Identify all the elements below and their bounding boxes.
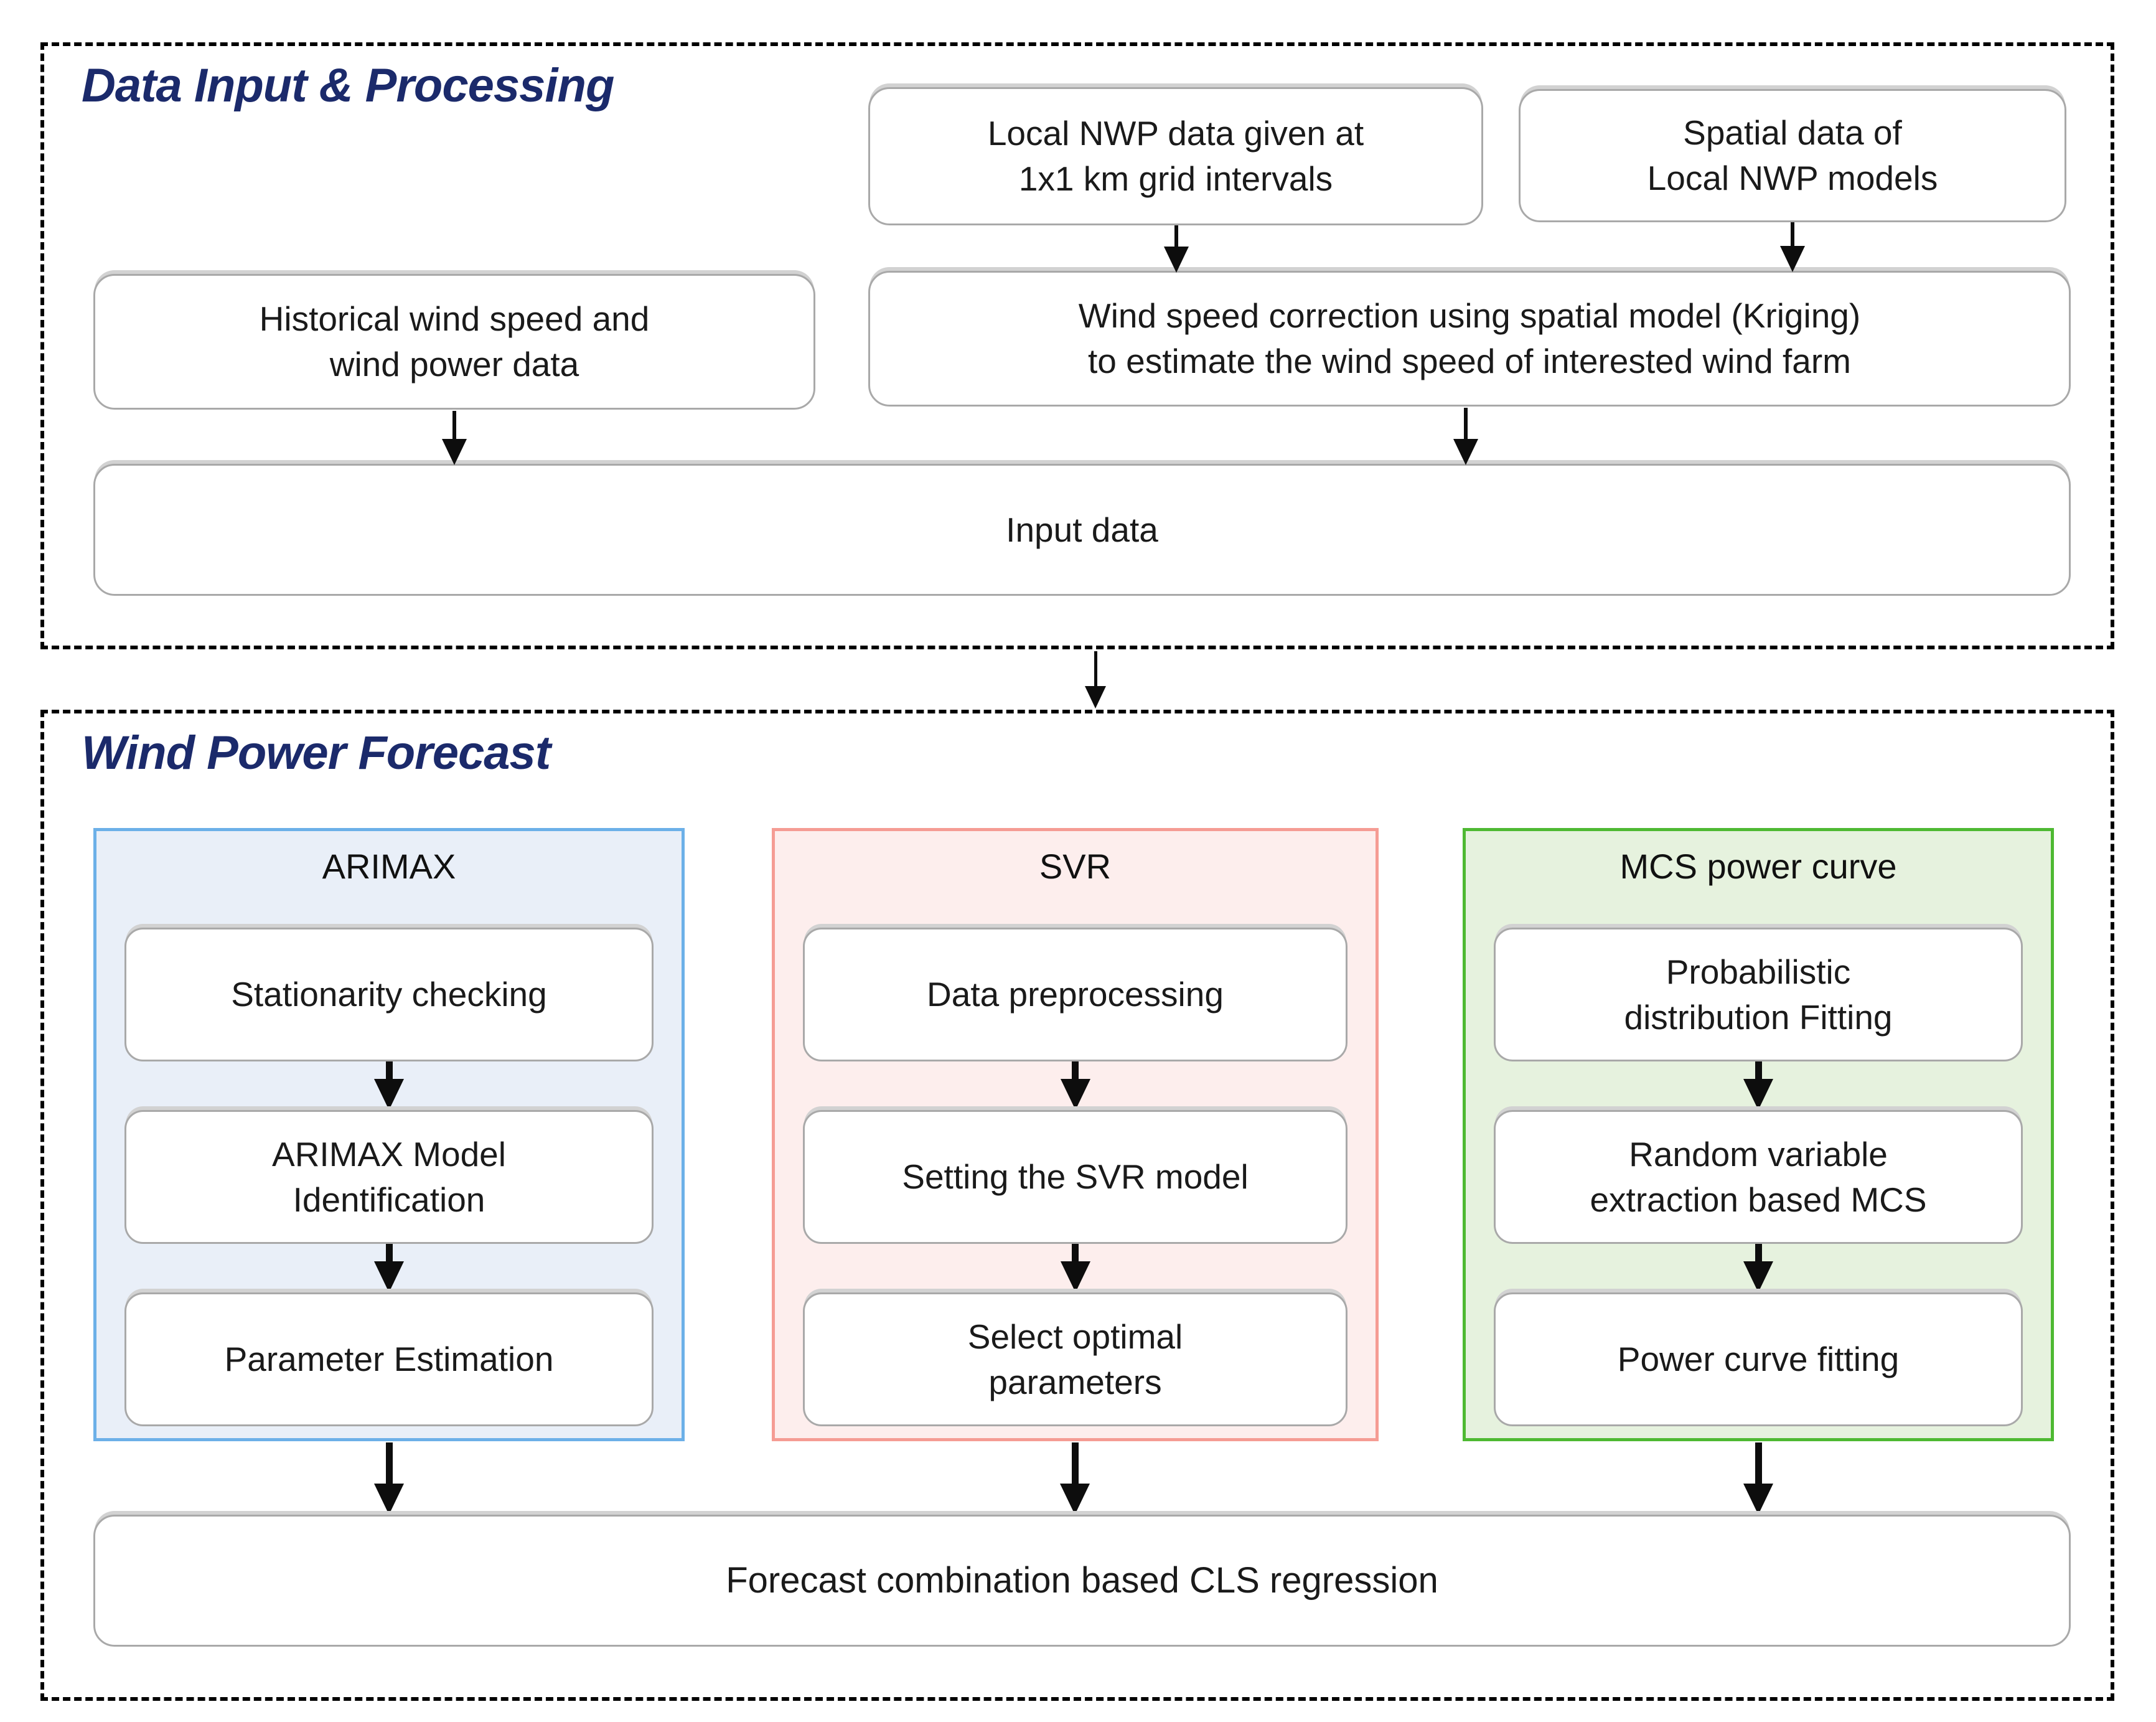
- step-select-optimal-parameters: Select optimal parameters: [803, 1292, 1348, 1426]
- arrow-arimax-to-combiner: [374, 1442, 404, 1515]
- arrow-svr-step1-to-step2: [1060, 1061, 1090, 1110]
- arrow-data-input-to-forecast: [1085, 651, 1106, 708]
- step-arimax-model-identification: ARIMAX Model Identification: [124, 1110, 654, 1244]
- box-wind-speed-correction: Wind speed correction using spatial mode…: [868, 271, 2071, 407]
- arrow-mcs-to-combiner: [1743, 1442, 1773, 1515]
- panel-svr: SVR Data preprocessing Setting the SVR m…: [772, 828, 1379, 1441]
- box-local-nwp-data: Local NWP data given at 1x1 km grid inte…: [868, 87, 1483, 225]
- panel-title-svr: SVR: [1039, 847, 1112, 886]
- step-setting-svr-model: Setting the SVR model: [803, 1110, 1348, 1244]
- arrow-svr-to-combiner: [1060, 1442, 1090, 1515]
- panel-mcs-power-curve: MCS power curve Probabilistic distributi…: [1463, 828, 2054, 1441]
- arrow-kriging-to-input: [1453, 408, 1478, 465]
- box-spatial-data: Spatial data of Local NWP models: [1519, 89, 2066, 222]
- step-stationarity-checking: Stationarity checking: [124, 928, 654, 1061]
- arrow-arimax-step2-to-step3: [374, 1244, 404, 1292]
- section-title-data-input: Data Input & Processing: [82, 59, 614, 112]
- arrow-mcs-step2-to-step3: [1743, 1244, 1773, 1292]
- panel-arimax: ARIMAX Stationarity checking ARIMAX Mode…: [93, 828, 685, 1441]
- arrow-local-nwp-to-kriging: [1164, 225, 1189, 273]
- arrow-svr-step2-to-step3: [1060, 1244, 1090, 1292]
- box-input-data: Input data: [93, 464, 2071, 596]
- box-forecast-combination: Forecast combination based CLS regressio…: [93, 1515, 2071, 1647]
- step-probabilistic-distribution-fitting: Probabilistic distribution Fitting: [1494, 928, 2023, 1061]
- step-parameter-estimation: Parameter Estimation: [124, 1292, 654, 1426]
- section-title-forecast: Wind Power Forecast: [82, 727, 551, 779]
- panel-title-mcs: MCS power curve: [1619, 847, 1897, 886]
- panel-title-arimax: ARIMAX: [322, 847, 456, 886]
- arrow-spatial-to-kriging: [1780, 222, 1805, 272]
- step-random-variable-extraction: Random variable extraction based MCS: [1494, 1110, 2023, 1244]
- arrow-arimax-step1-to-step2: [374, 1061, 404, 1110]
- step-data-preprocessing: Data preprocessing: [803, 928, 1348, 1061]
- step-power-curve-fitting: Power curve fitting: [1494, 1292, 2023, 1426]
- section-wind-power-forecast: Wind Power Forecast: [40, 710, 2114, 1701]
- box-historical-wind-data: Historical wind speed and wind power dat…: [93, 274, 815, 410]
- arrow-mcs-step1-to-step2: [1743, 1061, 1773, 1110]
- section-data-input-processing: Data Input & Processing: [40, 42, 2114, 649]
- arrow-historical-to-input: [442, 411, 467, 465]
